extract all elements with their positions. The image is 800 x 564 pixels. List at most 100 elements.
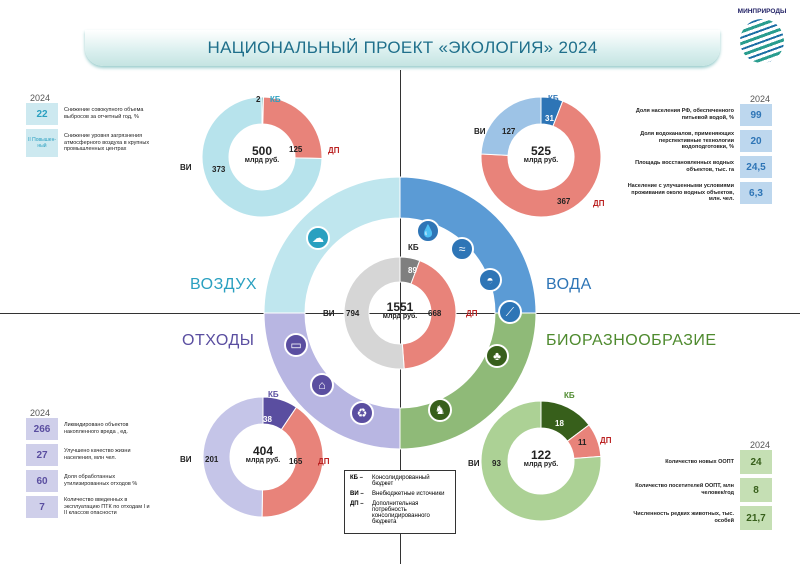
total-value: 122 — [530, 448, 552, 462]
kpi-value: 24,5 — [740, 156, 772, 178]
donut-slice-waste-vi — [202, 396, 264, 518]
kpi-value: 6,3 — [740, 182, 772, 204]
kpi-text: Улучшено качество жизни населения, млн ч… — [64, 448, 131, 461]
label: ВИ — [323, 309, 335, 318]
kpi-value: 20 — [740, 130, 772, 152]
divider-vertical — [400, 70, 401, 564]
legend-text: Внебюджетные источники — [372, 491, 445, 497]
kpi-text: Доля водоканалов, применяющих перспектив… — [640, 131, 734, 151]
kpi-text: Население с улучшенными условиями прожив… — [627, 183, 734, 203]
kpi-text: Доля обработанных утилизированных отходо… — [64, 474, 138, 487]
label: ВИ — [180, 455, 192, 464]
label: 668 — [428, 309, 442, 318]
kpi-value: 99 — [740, 104, 772, 126]
kpi-text: Доля населения РФ, обеспеченного питьево… — [635, 108, 734, 121]
water-drop-icon: 💧 — [416, 219, 440, 243]
kpi-row: 20 Доля водоканалов, применяющих перспект… — [620, 130, 772, 152]
unit-label: млрд руб. — [523, 157, 559, 164]
kpi-value: 7 — [26, 496, 58, 518]
kpi-text: Снижение совокупного объема выбросов за … — [64, 107, 144, 120]
year-label: 2024 — [30, 93, 51, 103]
kpi-row: 7 Количество введенных в эксплуатацию ПТК… — [26, 496, 154, 518]
legend-abbr: ДП – — [350, 501, 364, 507]
label: 93 — [492, 459, 501, 468]
kpi-text: Площадь восстановленных водных объектов,… — [635, 160, 734, 173]
logo: МИНПРИРОДЫ — [732, 8, 792, 63]
donut-slice-water-dp — [480, 100, 602, 218]
label: ВИ — [474, 127, 486, 136]
label: ВИ — [468, 459, 480, 468]
kpi-row: 6,3 Население с улучшенными условиями про… — [620, 182, 772, 204]
kpi-row: 21,7 Численность редких животных, тыс. ос… — [620, 506, 772, 530]
label: ДП — [318, 457, 330, 466]
donut-slice-center-dp — [401, 259, 457, 370]
section-title-waste: ОТХОДЫ — [182, 332, 255, 349]
kpi-value: 27 — [26, 444, 58, 466]
kpi-text: Количество новых ООПТ — [665, 458, 734, 465]
kpi-value: 24 — [740, 450, 772, 474]
section-title-bio: БИОРАЗНООБРАЗИЕ — [546, 332, 717, 349]
legend-item: ВИ – Внебюджетные источники — [350, 491, 450, 497]
legend-abbr: ВИ – — [350, 491, 364, 497]
kpi-value: 21,7 — [740, 506, 772, 530]
label: КБ — [564, 391, 575, 400]
page-title: НАЦИОНАЛЬНЫЙ ПРОЕКТ «ЭКОЛОГИЯ» 2024 — [85, 30, 720, 66]
kpi-text: Количество посетителей ООПТ, млн человек… — [635, 483, 734, 496]
legend-item: КБ –Консолидированный бюджет — [350, 475, 450, 487]
kpi-row: 24 Количество новых ООПТ — [620, 450, 772, 474]
donut-slice-center-vi — [343, 256, 405, 370]
label: 89 — [408, 266, 417, 275]
total-value: 500 — [251, 144, 273, 158]
kpi-panel-waste: 2024 266 Ликвидировано объектов накопленн… — [26, 408, 154, 522]
year-label: 2024 — [749, 440, 770, 450]
label: ДП — [593, 199, 605, 208]
unit-label: млрд руб. — [382, 313, 418, 320]
logo-text: МИНПРИРОДЫ — [737, 8, 787, 15]
label: 373 — [212, 165, 226, 174]
kpi-row: 27 Улучшено качество жизни населения, млн… — [26, 444, 154, 466]
kpi-value: II Повышен-ный — [26, 129, 58, 157]
label: КБ — [408, 243, 419, 252]
garbage-truck-icon: ▭ — [284, 333, 308, 357]
label: 18 — [555, 419, 564, 428]
logo-emblem-icon — [740, 19, 784, 63]
label: КБ — [270, 95, 281, 104]
tree-icon: ♣ — [485, 344, 509, 368]
year-label: 2024 — [30, 408, 51, 418]
label: ВИ — [180, 163, 192, 172]
label: 38 — [263, 415, 272, 424]
kpi-value: 266 — [26, 418, 58, 440]
kpi-text: Количество введенных в эксплуатацию ПТК … — [64, 497, 150, 517]
total-value: 1551 — [386, 300, 414, 314]
donut-slice-air-vi — [201, 96, 323, 218]
kpi-row: 99 Доля населения РФ, обеспеченного питье… — [620, 104, 772, 126]
wave-icon: ⟋ — [498, 300, 522, 324]
unit-label: млрд руб. — [245, 457, 281, 464]
section-title-air: ВОЗДУХ — [190, 276, 258, 293]
label: 2 — [256, 95, 261, 104]
donut-slice-water-vi — [480, 96, 542, 156]
recycle-bin-icon: ♻ — [350, 401, 374, 425]
label: 367 — [557, 197, 571, 206]
kpi-text: Ликвидировано объектов накопленного вред… — [64, 422, 129, 435]
kpi-row: 24,5 Площадь восстановленных водных объек… — [620, 156, 772, 178]
legend-text: Консолидированный бюджет — [372, 475, 430, 487]
label: 125 — [289, 145, 303, 154]
section-title-water: ВОДА — [546, 276, 592, 293]
label: 165 — [289, 457, 303, 466]
donut-slice-waste-dp — [261, 406, 324, 518]
label: 31 — [545, 114, 554, 123]
unit-label: млрд руб. — [244, 157, 280, 164]
legend-item: ДП –Дополнительная потребность консолиди… — [350, 501, 450, 525]
kpi-text: Численность редких животных, тыс. особей — [633, 511, 734, 524]
